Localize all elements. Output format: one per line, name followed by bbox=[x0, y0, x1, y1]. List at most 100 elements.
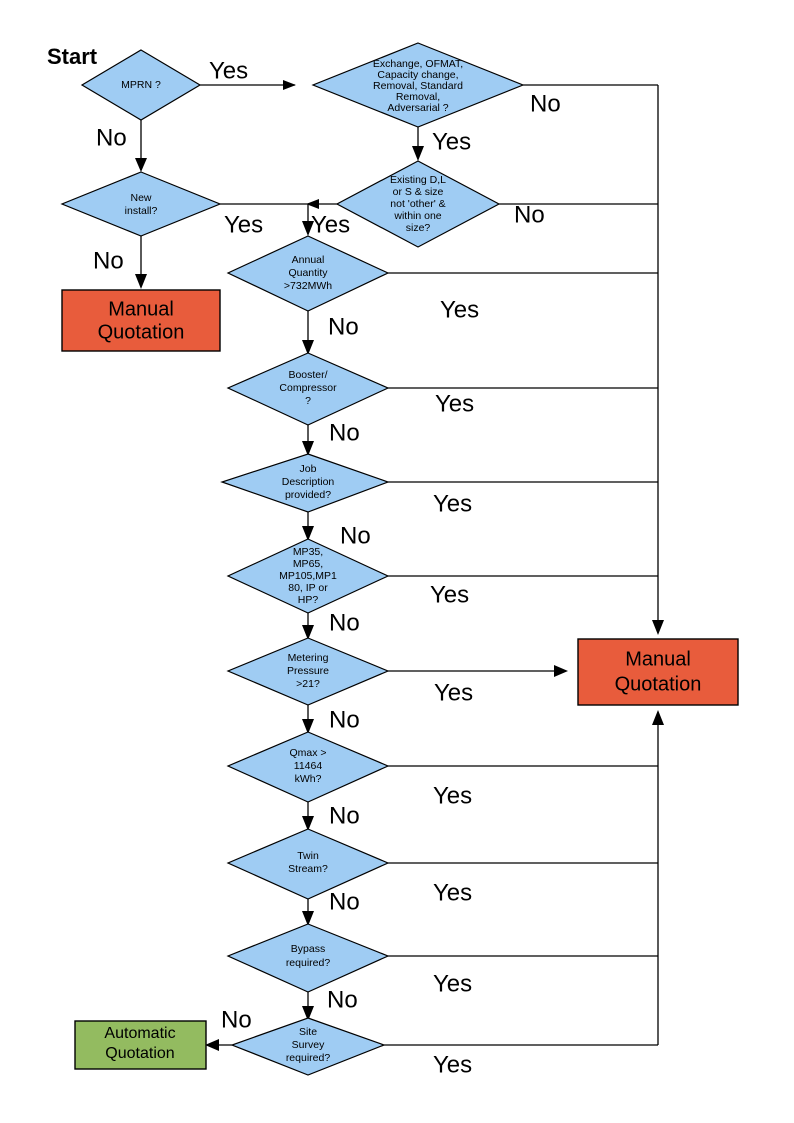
edge-label-mprn-no: No bbox=[96, 124, 127, 151]
decision-mptypes-line-4: HP? bbox=[298, 594, 319, 606]
decision-mptypes-line-0: MP35, bbox=[293, 546, 323, 558]
terminal-manual-left[interactable]: Manual Quotation bbox=[61, 289, 221, 352]
decision-mptypes-shape[interactable] bbox=[226, 538, 390, 614]
terminal-manual-right-line-1: Quotation bbox=[615, 673, 702, 695]
edge-label-booster-no: No bbox=[329, 419, 360, 446]
terminal-manual-left-line-1: Quotation bbox=[98, 321, 185, 343]
decision-newinstall[interactable]: New install? bbox=[60, 171, 222, 237]
decision-booster-line-1: Compressor bbox=[279, 382, 337, 394]
connectors bbox=[135, 80, 664, 1051]
edge-label-sitesurvey-no: No bbox=[221, 1006, 252, 1033]
decision-newinstall-shape[interactable] bbox=[60, 171, 222, 237]
decision-exchange-line-2: Removal, Standard bbox=[373, 80, 463, 92]
decision-annual-line-2: >732MWh bbox=[284, 280, 332, 292]
arrow-metering-no bbox=[302, 719, 314, 734]
edge-label-mprn-yes: Yes bbox=[209, 57, 248, 84]
edge-label-annual-no: No bbox=[328, 313, 359, 340]
decision-existing-line-2: not 'other' & bbox=[390, 198, 445, 210]
decision-metering-line-0: Metering bbox=[288, 652, 329, 664]
decision-metering-shape[interactable] bbox=[226, 637, 390, 706]
decision-exchange-shape[interactable] bbox=[311, 42, 525, 128]
terminal-manual-right[interactable]: Manual Quotation bbox=[577, 638, 739, 706]
terminal-manual-right-shape[interactable] bbox=[577, 638, 739, 706]
decision-newinstall-line-0: New bbox=[130, 192, 151, 204]
edge-label-qmax-yes: Yes bbox=[433, 782, 472, 809]
decision-twinstream-line-1: Stream? bbox=[288, 863, 328, 875]
arrow-annual-no bbox=[302, 340, 314, 355]
edge-label-qmax-no: No bbox=[329, 802, 360, 829]
decision-sitesurvey-shape[interactable] bbox=[230, 1017, 386, 1076]
decision-metering-line-1: Pressure bbox=[287, 665, 329, 677]
decision-mprn[interactable]: MPRN ? bbox=[80, 49, 202, 121]
decision-exchange[interactable]: Exchange, OFMAT, Capacity change, Remova… bbox=[311, 42, 525, 128]
decision-existing[interactable]: Existing D,L or S & size not 'other' & w… bbox=[335, 160, 501, 248]
decision-bypass[interactable]: Bypass required? bbox=[226, 923, 390, 993]
decision-booster[interactable]: Booster/ Compressor ? bbox=[226, 352, 390, 426]
arrow-newinstall-no bbox=[135, 274, 147, 289]
decision-twinstream[interactable]: Twin Stream? bbox=[226, 828, 390, 900]
edge-label-booster-yes: Yes bbox=[435, 390, 474, 417]
arrow-mptypes-no bbox=[302, 625, 314, 640]
terminal-automatic-line-0: Automatic bbox=[104, 1025, 175, 1042]
arrow-trunk-into-manual-top bbox=[652, 620, 664, 635]
decision-annual[interactable]: Annual Quantity >732MWh bbox=[226, 235, 390, 312]
decision-existing-line-4: size? bbox=[406, 222, 431, 234]
edge-label-newinstall-no: No bbox=[93, 247, 124, 274]
arrow-qmax-no bbox=[302, 816, 314, 831]
arrow-mprn-no bbox=[135, 158, 147, 172]
arrow-exchange-yes bbox=[412, 146, 424, 161]
decision-mptypes[interactable]: MP35, MP65, MP105,MP1 80, IP or HP? bbox=[226, 538, 390, 614]
decision-jobdesc-shape[interactable] bbox=[220, 453, 390, 513]
decision-exchange-line-4: Adversarial ? bbox=[387, 102, 448, 114]
decision-exchange-line-1: Capacity change, bbox=[377, 69, 458, 81]
arrow-metering-yes bbox=[554, 665, 568, 677]
decision-jobdesc-line-0: Job bbox=[300, 463, 317, 475]
decision-mprn-shape[interactable] bbox=[80, 49, 202, 121]
edge-label-bypass-no: No bbox=[327, 986, 358, 1013]
decision-qmax-shape[interactable] bbox=[226, 731, 390, 803]
decision-jobdesc[interactable]: Job Description provided? bbox=[220, 453, 390, 513]
decision-existing-line-3: within one bbox=[393, 210, 441, 222]
edge-label-twinstream-no: No bbox=[329, 888, 360, 915]
decision-existing-shape[interactable] bbox=[335, 160, 501, 248]
edge-label-existing-no: No bbox=[514, 201, 545, 228]
arrow-trunk-into-manual-bottom bbox=[652, 710, 664, 725]
decision-mptypes-line-2: MP105,MP1 bbox=[279, 570, 337, 582]
edge-label-twinstream-yes: Yes bbox=[433, 879, 472, 906]
decision-annual-line-0: Annual bbox=[292, 254, 325, 266]
edge-label-mptypes-no: No bbox=[329, 609, 360, 636]
terminal-manual-left-shape[interactable] bbox=[61, 289, 221, 352]
decision-booster-shape[interactable] bbox=[226, 352, 390, 426]
arrow-bypass-no bbox=[302, 1006, 314, 1021]
edge-label-bypass-yes: Yes bbox=[433, 970, 472, 997]
decision-bypass-line-0: Bypass bbox=[291, 943, 325, 955]
edge-label-jobdesc-no: No bbox=[340, 522, 371, 549]
decision-sitesurvey-line-2: required? bbox=[286, 1052, 331, 1064]
decision-metering[interactable]: Metering Pressure >21? bbox=[226, 637, 390, 706]
arrow-existing-yes bbox=[306, 199, 319, 209]
decision-existing-line-1: or S & size bbox=[393, 186, 444, 198]
start-label: Start bbox=[47, 44, 98, 69]
decision-twinstream-shape[interactable] bbox=[226, 828, 390, 900]
terminal-automatic-shape[interactable] bbox=[74, 1020, 207, 1070]
decision-exchange-line-0: Exchange, OFMAT, bbox=[373, 58, 463, 70]
decision-qmax[interactable]: Qmax > 11464 kWh? bbox=[226, 731, 390, 803]
decision-booster-line-2: ? bbox=[305, 395, 311, 407]
terminal-automatic[interactable]: Automatic Quotation bbox=[74, 1020, 207, 1070]
decision-jobdesc-line-2: provided? bbox=[285, 489, 331, 501]
edge-label-jobdesc-yes: Yes bbox=[433, 490, 472, 517]
decision-annual-line-1: Quantity bbox=[288, 267, 328, 279]
decision-annual-shape[interactable] bbox=[226, 235, 390, 312]
arrow-twinstream-no bbox=[302, 911, 314, 926]
decision-exchange-line-3: Removal, bbox=[396, 91, 440, 103]
decision-jobdesc-line-1: Description bbox=[282, 476, 335, 488]
edge-label-newinstall-yes: Yes bbox=[224, 211, 263, 238]
decision-mptypes-line-3: 80, IP or bbox=[288, 582, 328, 594]
decision-sitesurvey[interactable]: Site Survey required? bbox=[230, 1017, 386, 1076]
decision-bypass-shape[interactable] bbox=[226, 923, 390, 993]
decision-mprn-line-0: MPRN ? bbox=[121, 79, 161, 91]
arrow-jobdesc-no bbox=[302, 526, 314, 541]
arrow-mprn-yes bbox=[283, 80, 296, 90]
